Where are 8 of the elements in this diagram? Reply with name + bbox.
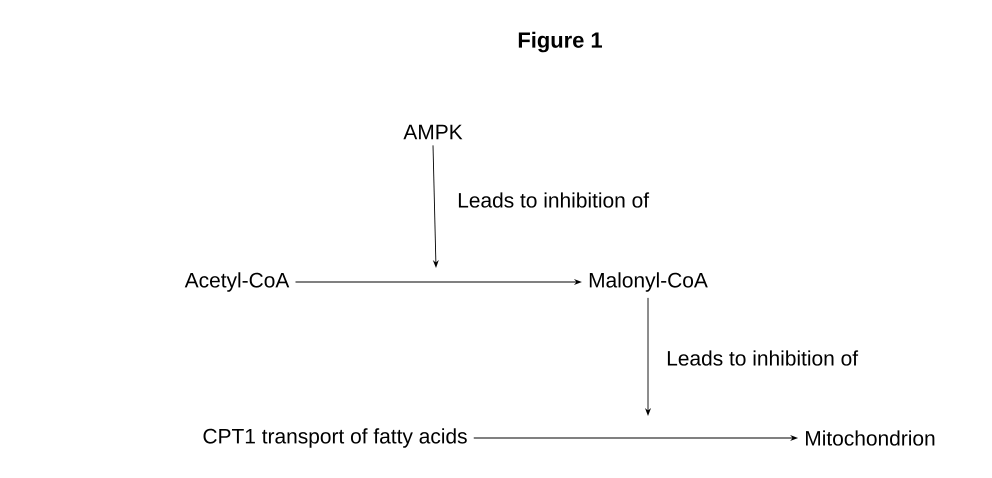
node-label: CPT1 transport of fatty acids xyxy=(204,428,467,448)
edge-label: Leads to inhibition of xyxy=(664,348,860,368)
figure-title: Figure 1 xyxy=(518,32,602,52)
node-label: AMPK xyxy=(403,124,462,140)
node-label: Acetyl-CoA xyxy=(184,272,290,292)
edge-label: Leads to inhibition of xyxy=(455,190,652,210)
node-label: Mitochondrion xyxy=(806,430,934,446)
node-label: Malonyl-CoA xyxy=(590,272,708,292)
